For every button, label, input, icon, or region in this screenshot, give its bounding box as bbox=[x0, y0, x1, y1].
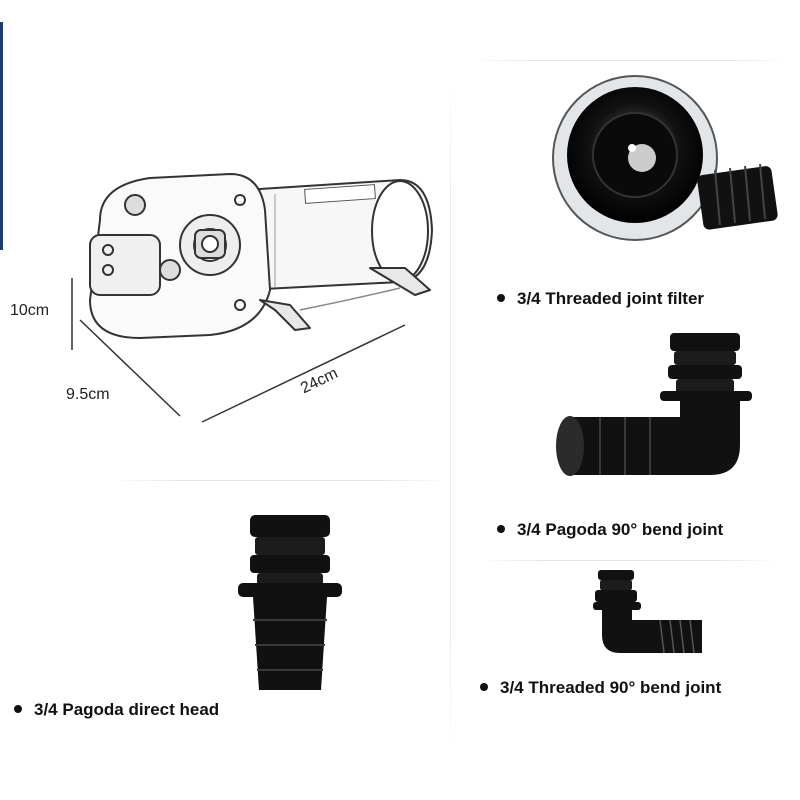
bullet-icon bbox=[497, 293, 505, 302]
caption-text: 3/4 Pagoda 90° bend joint bbox=[517, 520, 724, 539]
separator-right-top bbox=[470, 60, 790, 61]
caption-threaded-elbow: 3/4 Threaded 90° bend joint bbox=[480, 678, 721, 698]
separator-left bbox=[110, 480, 450, 481]
height-dimension: 10cm bbox=[10, 302, 50, 319]
pump-sketch bbox=[89, 173, 433, 339]
dimension-lines bbox=[71, 278, 406, 423]
caption-threaded-filter: 3/4 Threaded joint filter bbox=[497, 289, 704, 309]
bullet-icon bbox=[14, 704, 22, 713]
caption-text: 3/4 Threaded 90° bend joint bbox=[500, 678, 722, 697]
pagoda-elbow-image bbox=[556, 333, 752, 476]
caption-text: 3/4 Pagoda direct head bbox=[34, 700, 220, 719]
threaded-elbow-image bbox=[593, 570, 702, 654]
caption-pagoda-straight: 3/4 Pagoda direct head bbox=[14, 700, 219, 720]
separator-vertical bbox=[450, 70, 451, 760]
bullet-icon bbox=[497, 524, 505, 533]
caption-text: 3/4 Threaded joint filter bbox=[517, 289, 705, 308]
caption-pagoda-elbow: 3/4 Pagoda 90° bend joint bbox=[497, 520, 723, 540]
pagoda-straight-image bbox=[238, 515, 342, 690]
separator-right-mid bbox=[480, 560, 780, 561]
bullet-icon bbox=[480, 682, 488, 691]
left-edge-stripe bbox=[0, 22, 3, 250]
threaded-filter-image bbox=[552, 75, 778, 241]
width-dimension: 9.5cm bbox=[66, 386, 110, 403]
